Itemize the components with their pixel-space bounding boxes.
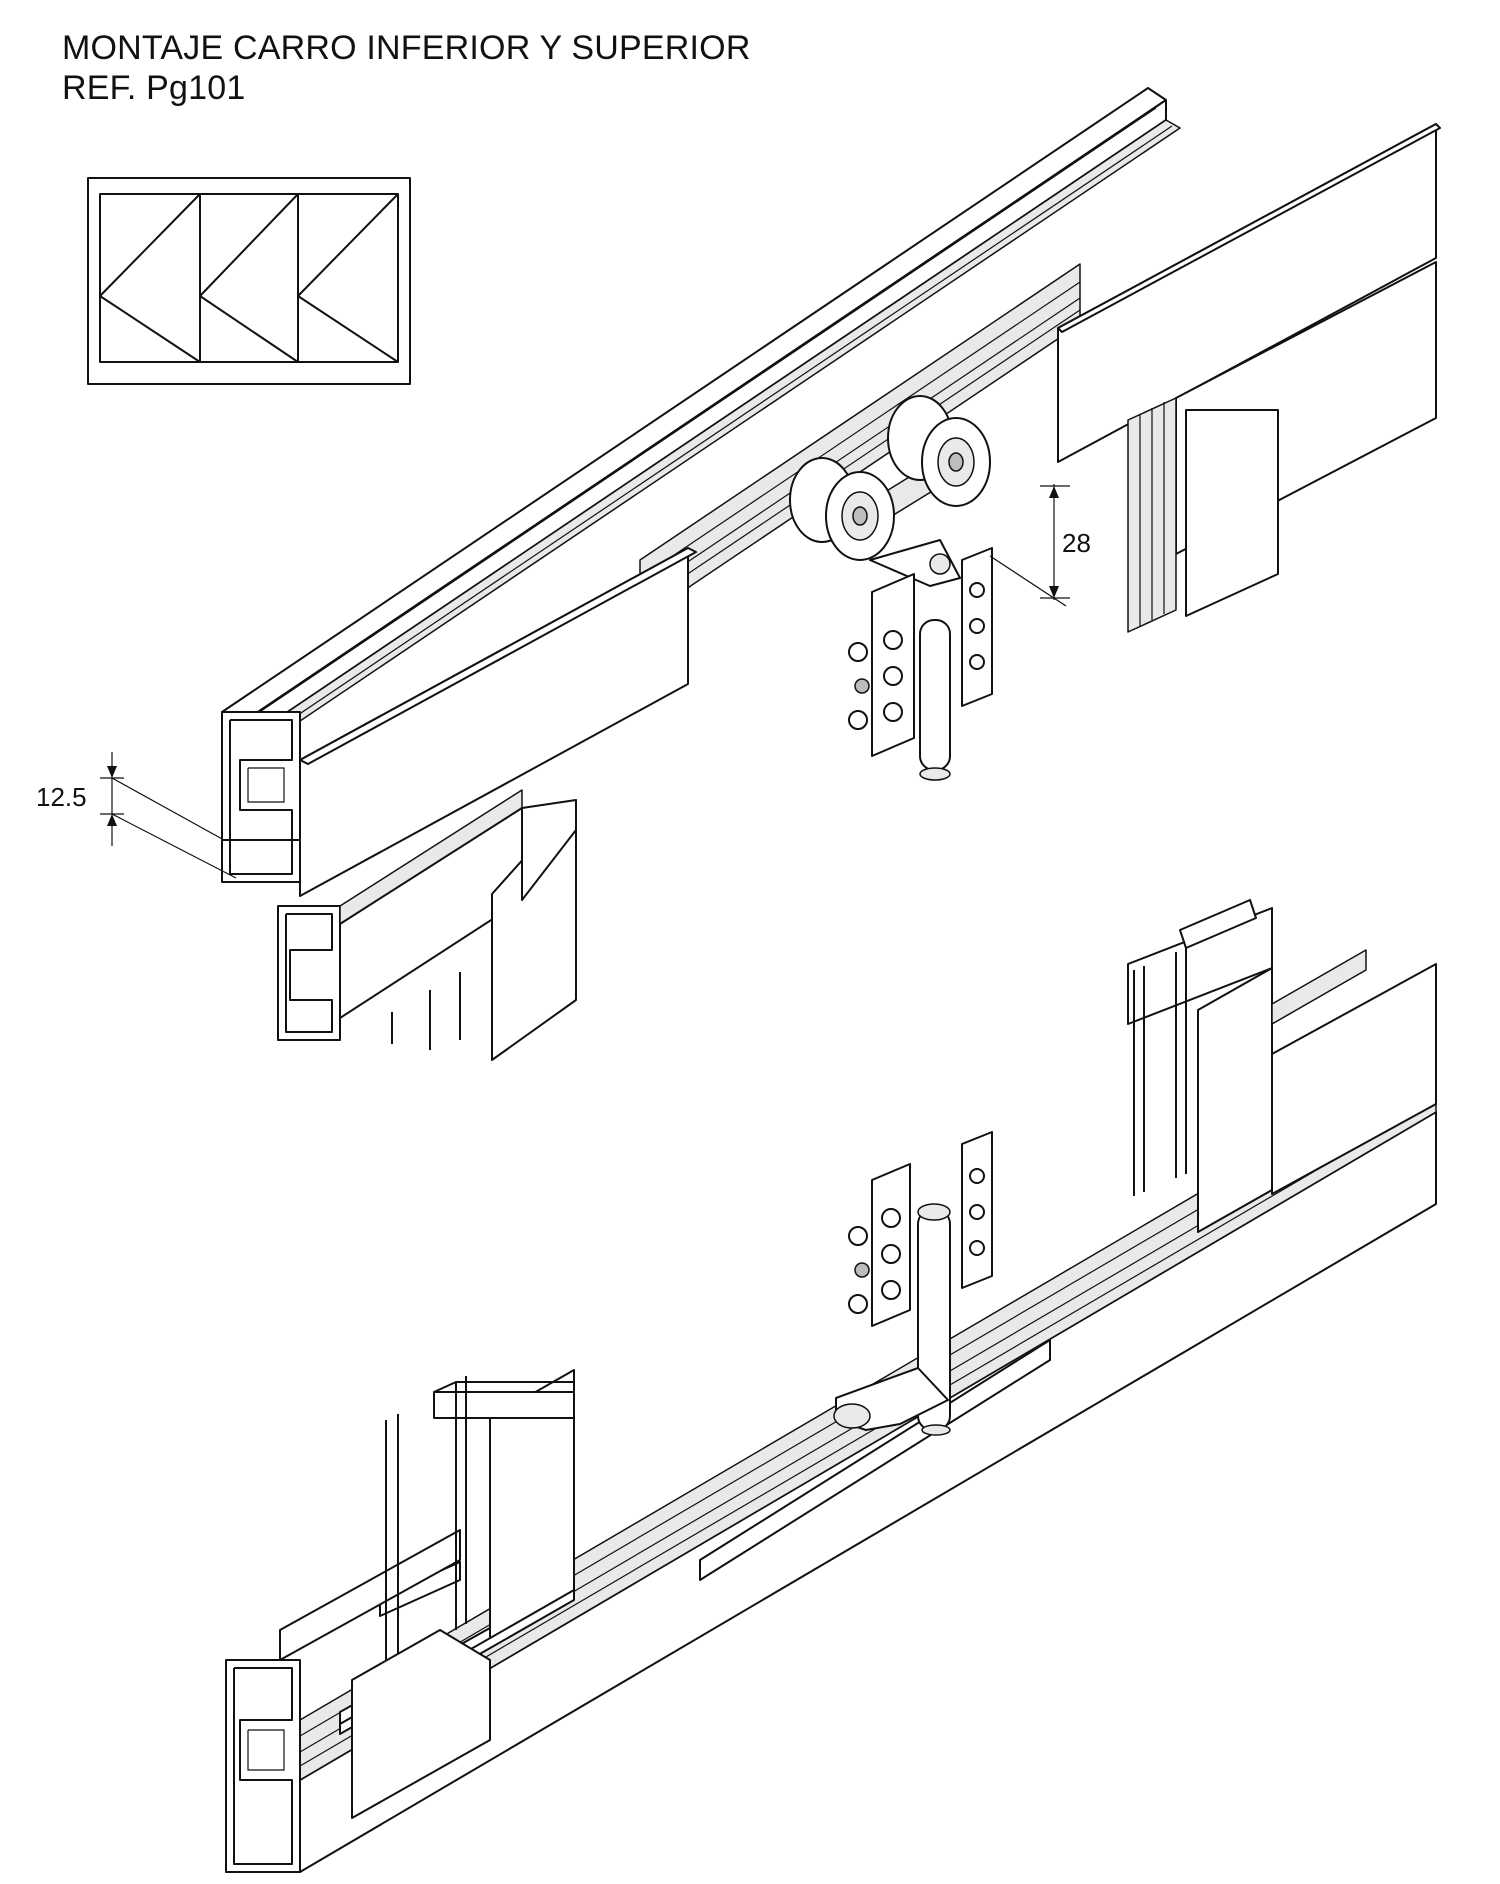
lower-right-frame xyxy=(1127,899,1437,1233)
opening-scheme-icon xyxy=(87,177,411,385)
drawing-title: MONTAJE CARRO INFERIOR Y SUPERIOR REF. P… xyxy=(62,28,751,108)
upper-lower-profile xyxy=(277,789,577,1061)
lower-hinge-assembly xyxy=(833,1131,993,1436)
dimension-label-side-gap: 12.5 xyxy=(36,782,87,812)
upper-left-cover-panel xyxy=(299,547,697,897)
dimension-side-gap: 12.5 xyxy=(36,752,237,879)
title-line-1: MONTAJE CARRO INFERIOR Y SUPERIOR xyxy=(62,29,751,67)
upper-track-profile xyxy=(221,87,1181,883)
upper-hinge-assembly xyxy=(848,547,993,781)
upper-right-cover-panel xyxy=(1057,123,1441,633)
upper-roller-carriage xyxy=(789,395,991,587)
title-line-2: REF. Pg101 xyxy=(62,69,246,107)
lower-left-frame xyxy=(279,1369,575,1819)
dimension-top-gap: 28 xyxy=(989,484,1091,607)
dimension-label-top-gap: 28 xyxy=(1062,528,1091,558)
